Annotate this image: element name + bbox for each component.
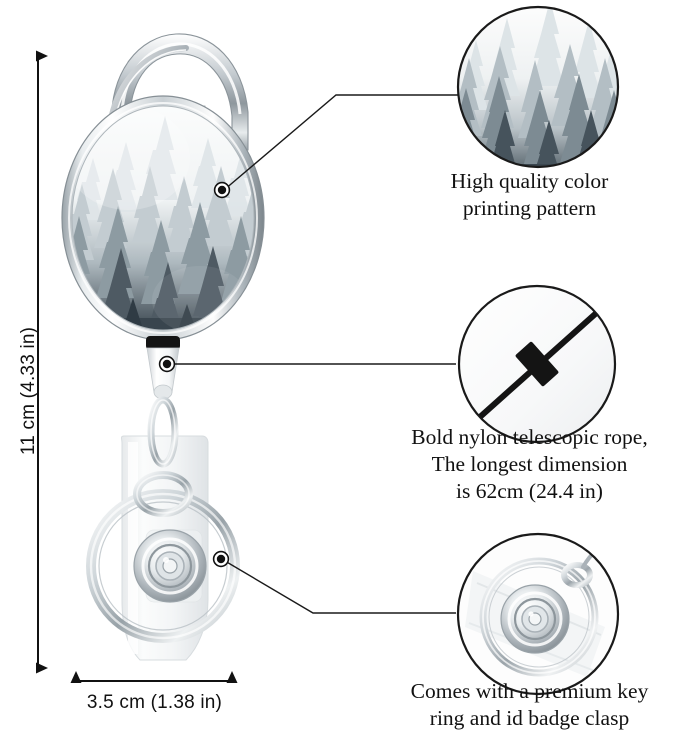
- caption-line: printing pattern: [462, 196, 597, 220]
- hotspot-dot-nylon-rope: [158, 355, 176, 373]
- feature-caption-key-ring: Comes with a premium key ring and id bad…: [380, 678, 679, 732]
- caption-line: ring and id badge clasp: [429, 706, 630, 730]
- nylon-cord-crimp: [515, 341, 559, 387]
- feature-caption-color-printing: High quality color printing pattern: [380, 168, 679, 222]
- dimension-arrows: [36, 50, 238, 683]
- feature-caption-nylon-rope: Bold nylon telescopic rope, The longest …: [380, 424, 679, 505]
- badge-snap-stud: [133, 529, 207, 603]
- hotspot-dot-color-printing: [213, 181, 231, 199]
- split-key-ring: [86, 471, 240, 643]
- callout-circle-color-printing: [456, 5, 620, 169]
- cord-collar: [146, 336, 180, 350]
- hotspot-dot-key-ring: [212, 550, 230, 568]
- connector-link-detail: [561, 562, 593, 588]
- caption-line: High quality color: [450, 169, 609, 193]
- caption-line: Comes with a premium key: [410, 679, 649, 703]
- callout-circle-key-ring: [456, 532, 620, 696]
- badge-snap-detail: [500, 584, 570, 654]
- width-dimension-label: 3.5 cm (1.38 in): [86, 692, 223, 713]
- callout-circle-nylon-rope: [457, 284, 617, 444]
- caption-line: is 62cm (24.4 in): [456, 479, 603, 503]
- leader-line-key-ring: [224, 560, 456, 614]
- caption-line: Bold nylon telescopic rope,: [411, 425, 648, 449]
- product-illustration: [61, 33, 265, 661]
- leader-line-color-printing: [223, 94, 458, 191]
- caption-line: The longest dimension: [431, 452, 628, 476]
